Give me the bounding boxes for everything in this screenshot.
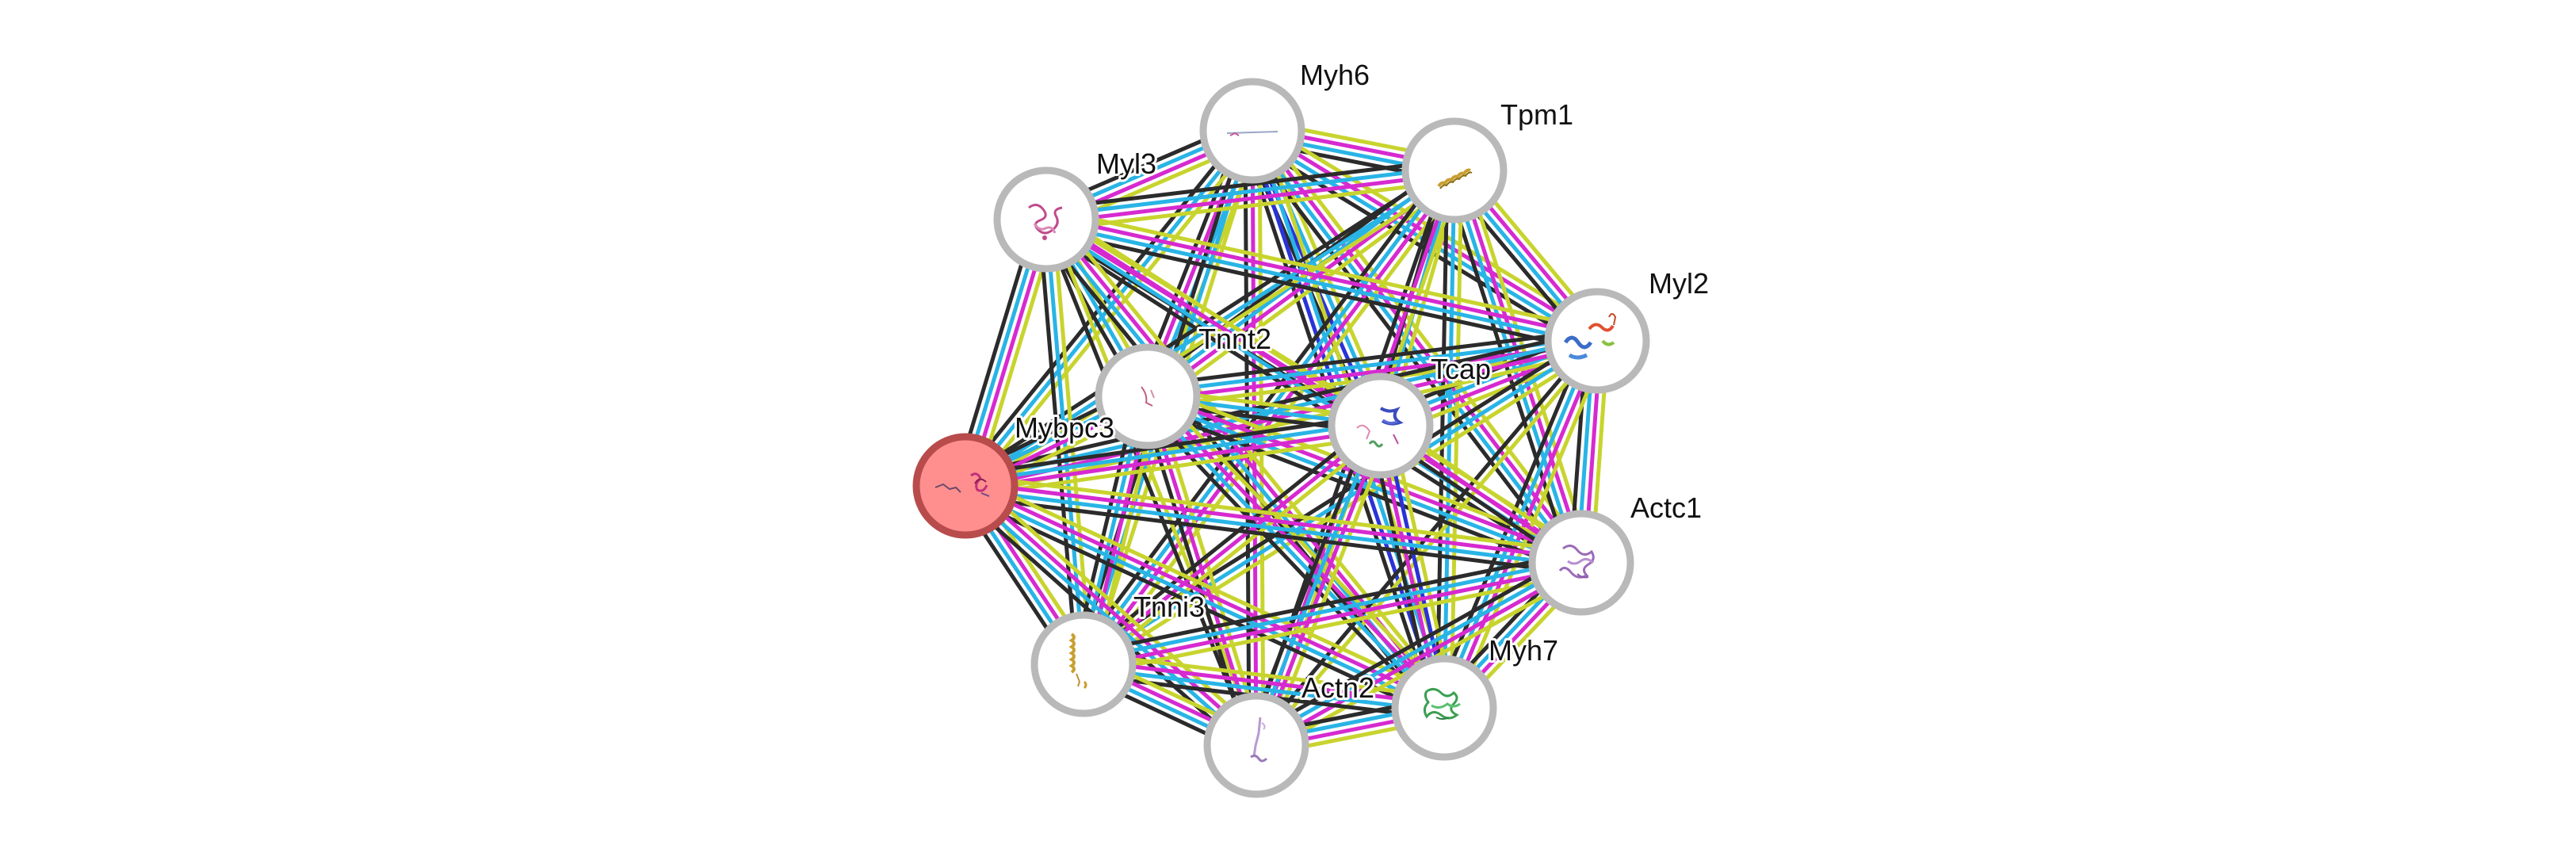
- node-myl2[interactable]: Myl2: [1544, 265, 1711, 394]
- node-tnni3[interactable]: Tnni3: [1030, 588, 1207, 717]
- node-ring: [993, 166, 1099, 273]
- edge-tcap-mybpc3-databases: [962, 420, 1382, 485]
- node-label: Tnnt2: [1198, 323, 1271, 355]
- edge-myl2-mybpc3-coexpression: [961, 328, 1597, 478]
- node-actc1[interactable]: Actc1: [1528, 489, 1704, 616]
- edge-mybpc3-actn2-textmining: [970, 476, 1266, 740]
- edge-actc1-actn2-coexpression: [1248, 551, 1578, 738]
- protein-structure-icon: [1141, 386, 1155, 407]
- edge-mybpc3-actn2-experiments: [965, 481, 1261, 745]
- node-label: Myh7: [1489, 634, 1558, 667]
- edge-myl3-myh7-textmining: [1052, 210, 1454, 703]
- edge-mybpc3-myh7-experiments: [965, 480, 1448, 707]
- node-tcap[interactable]: Tcap: [1328, 350, 1493, 479]
- edge-tpm1-tnnt2-textmining: [1152, 177, 1463, 407]
- node-ring: [1328, 373, 1434, 479]
- edge-tnni3-myh7-databases: [1080, 665, 1446, 713]
- edge-mybpc3-actc1-databases: [962, 487, 1583, 568]
- edge-actc1-tnni3-databases: [1080, 557, 1583, 663]
- edge-actc1-tnni3-experiments: [1082, 564, 1584, 670]
- edge-tcap-tnni3-textmining: [1086, 429, 1388, 672]
- node-ring: [1391, 655, 1497, 761]
- edge-myh6-actc1-experiments: [1253, 126, 1587, 563]
- edge-tcap-actn2-textmining: [1264, 427, 1393, 751]
- protein-structure-icon: [1250, 717, 1268, 763]
- protein-structure-icon: [1226, 131, 1278, 136]
- edge-myl3-actn2-textmining: [1047, 216, 1262, 746]
- node-label: Myl3: [1096, 147, 1156, 180]
- node-mybpc3[interactable]: Mybpc3: [912, 409, 1117, 539]
- node-ring: [1528, 510, 1634, 616]
- edge-actc1-tnni3-textmining: [1084, 571, 1586, 677]
- protein-structure-icon: [1356, 406, 1404, 448]
- node-label: Actc1: [1630, 491, 1702, 524]
- edge-tcap-mybpc3-coexpression: [961, 413, 1382, 478]
- edge-myl2-tnni3-coexpression: [1077, 332, 1596, 660]
- protein-structure-icon: [1558, 545, 1595, 579]
- edge-tpm1-myl3-databases: [1043, 165, 1456, 219]
- edge-mybpc3-myh7-textmining: [968, 474, 1451, 701]
- edge-tcap-mybpc3-experiments: [964, 426, 1384, 491]
- node-tpm1[interactable]: Tpm1: [1401, 96, 1576, 224]
- edge-tcap-actn2-coexpression: [1244, 419, 1373, 744]
- node-ring: [1401, 117, 1508, 224]
- edge-actc1-actn2-experiments: [1256, 564, 1585, 751]
- edge-myl2-tnnt2-coexpression: [1144, 328, 1598, 388]
- node-ring: [1544, 288, 1650, 394]
- protein-structure-icon: [1563, 313, 1617, 360]
- node-ring: [1095, 343, 1201, 449]
- protein-structure-icon: [1028, 204, 1063, 240]
- edge-myl3-myl2-databases: [1043, 220, 1599, 346]
- edge-tpm1-mybpc3-coexpression: [959, 162, 1453, 482]
- node-ring: [1030, 611, 1137, 717]
- node-actn2[interactable]: Actn2: [1203, 669, 1377, 798]
- edge-tnni3-myh7-textmining: [1083, 652, 1448, 700]
- edge-actc1-actn2-databases: [1252, 557, 1582, 744]
- node-ring: [912, 433, 1019, 539]
- node-label: Mybpc3: [1015, 411, 1114, 444]
- node-myh7[interactable]: Myh7: [1391, 632, 1561, 761]
- protein-structure-icon: [1423, 687, 1461, 720]
- protein-structure-icon: [1068, 633, 1087, 690]
- node-tnnt2[interactable]: Tnnt2: [1095, 320, 1274, 449]
- edge-mybpc3-actc1-coexpression: [961, 494, 1582, 575]
- protein-nodes: Myh6 Tpm1 Myl3: [912, 56, 1711, 798]
- edge-tpm1-myl3-coexpression: [1042, 158, 1455, 212]
- node-ring: [1199, 78, 1305, 184]
- node-label: Tcap: [1431, 353, 1491, 385]
- edge-tcap-tnni3-experiments: [1081, 423, 1383, 667]
- node-myh6[interactable]: Myh6: [1199, 56, 1372, 184]
- edge-myl3-actn2-coexpression: [1041, 219, 1256, 749]
- edge-tpm1-myh7-databases: [1442, 168, 1457, 710]
- edge-myh6-actn2-experiments: [1250, 128, 1259, 747]
- edge-myl3-myl2-textmining: [1046, 207, 1602, 333]
- protein-structure-icon: [1437, 168, 1473, 189]
- edge-mybpc3-actc1-textmining: [965, 473, 1585, 555]
- node-label: Tpm1: [1500, 98, 1573, 131]
- protein-structure-icon: [934, 472, 990, 497]
- node-label: Actn2: [1301, 671, 1374, 704]
- edge-tpm1-actc1-coexpression: [1442, 171, 1573, 568]
- edge-myl3-myl2-coexpression: [1041, 227, 1597, 354]
- edge-actc1-tnni3-coexpression: [1079, 550, 1581, 656]
- node-myl3[interactable]: Myl3: [993, 145, 1159, 273]
- edge-tpm1-myl3-experiments: [1045, 171, 1458, 225]
- node-label: Tnni3: [1133, 591, 1205, 623]
- edge-myl2-myh7-databases: [1439, 337, 1596, 709]
- edge-tnni3-myh7-experiments: [1082, 659, 1447, 707]
- node-label: Myh6: [1300, 59, 1370, 91]
- node-label: Myl2: [1649, 267, 1709, 300]
- edge-mybpc3-myh7-coexpression: [958, 493, 1442, 720]
- edge-mybpc3-actc1-experiments: [964, 480, 1584, 562]
- edge-myl3-myl2-experiments: [1045, 214, 1600, 340]
- edge-tcap-mybpc3-textmining: [965, 434, 1385, 499]
